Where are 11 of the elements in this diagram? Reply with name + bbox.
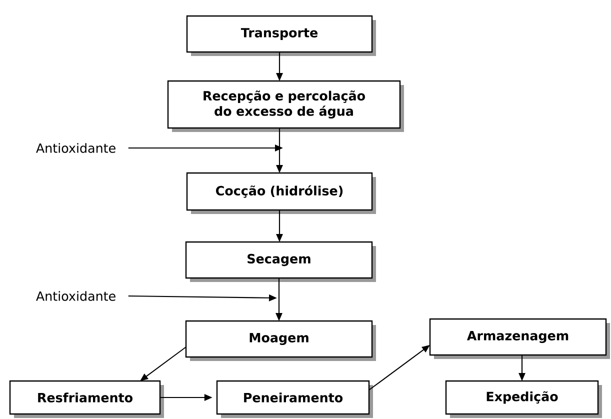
process-box: Transporte [186,15,376,56]
process-box: Cocção (hidrólise) [186,172,376,214]
process-box: Secagem [185,241,376,282]
process-box: Moagem [185,320,376,361]
process-box: Resfriamento [9,380,164,418]
input-label: Antioxidante [36,143,116,153]
process-box: Peneiramento [216,380,373,418]
input-label: Antioxidante [36,291,116,301]
process-box: Expedição [445,380,602,418]
process-box: Recepção e percolação do excesso de água [167,80,404,132]
process-box: Armazenagem [429,318,610,359]
